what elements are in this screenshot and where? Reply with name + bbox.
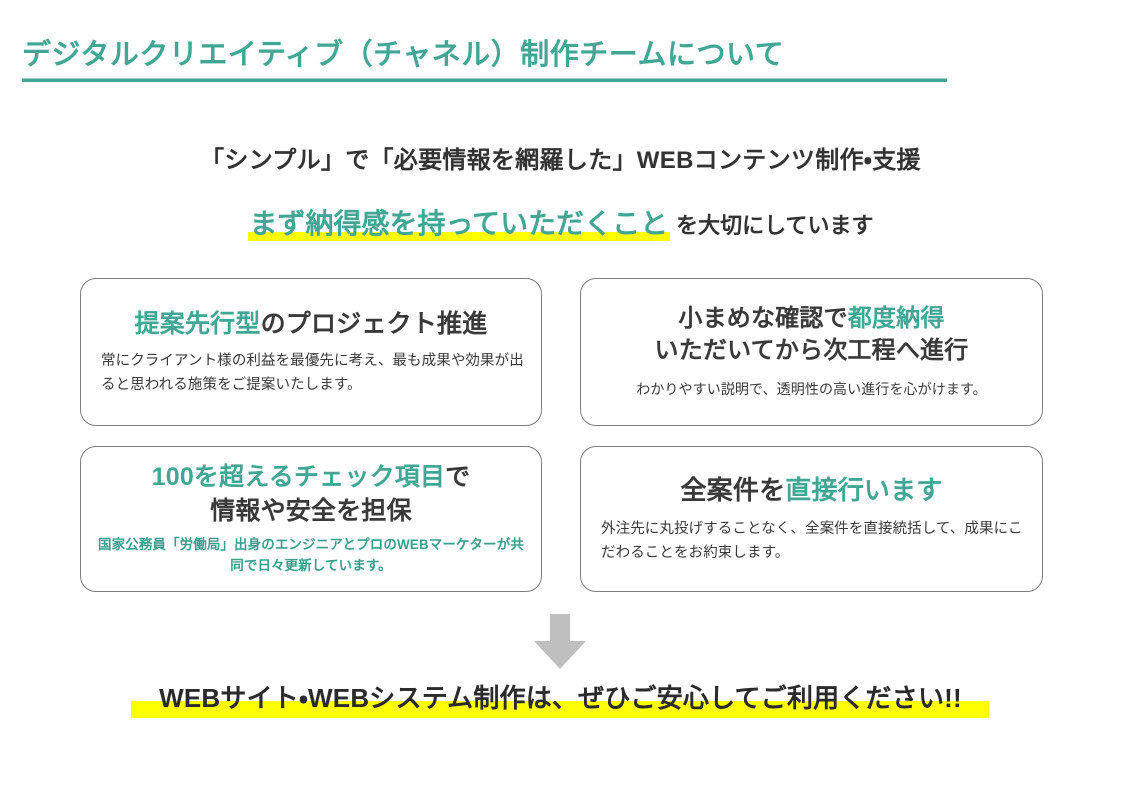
lead-line-2-highlight: まず納得感を持っていただくこと [247,208,671,241]
card-heading: 100を超えるチェック項目で 情報や安全を担保 [152,461,471,529]
card-body: 外注先に丸投げすることなく、全案件を直接統括して、成果にこだわることをお約束しま… [601,520,1023,561]
card-body: 国家公務員「労働局」出身のエンジニアとプロのWEBマーケターが共同で日々更新して… [98,536,524,573]
feature-card-checklist: 100を超えるチェック項目で 情報や安全を担保 国家公務員「労働局」出身のエンジ… [80,446,542,592]
card-heading-accent: 提案先行型 [134,310,261,339]
card-heading: 小まめな確認で都度納得 いただいてから次工程へ進行 [655,303,969,368]
card-heading-accent: 直接行います [785,474,943,505]
card-heading: 全案件を直接行います [680,473,942,508]
closing-text: WEBサイト・WEBシステム制作は、ぜひご安心してご利用ください!! [159,683,962,713]
arrow-down-icon [534,614,586,669]
closing-statement: WEBサイト・WEBシステム制作は、ぜひご安心してご利用ください!! [0,678,1121,715]
feature-card-confirmation: 小まめな確認で都度納得 いただいてから次工程へ進行 わかりやすい説明で、透明性の… [580,278,1043,426]
feature-card-proposal: 提案先行型のプロジェクト推進 常にクライアント様の利益を最優先に考え、最も成果や… [80,278,542,426]
card-heading-plain: 小まめな確認で [678,305,848,333]
card-heading-line-1: 100を超えるチェック項目で [152,461,471,495]
card-heading-line-1: 小まめな確認で都度納得 [655,303,969,335]
card-heading-line-2: いただいてから次工程へ進行 [654,337,969,365]
lead-line-2-tail: を大切にしています [676,213,874,238]
card-body: わかりやすい説明で、透明性の高い進行を心がけます。 [636,380,987,397]
lead-line-1: 「シンプル」で「必要情報を網羅した」WEBコンテンツ制作・支援 [200,147,921,174]
card-heading-accent: 都度納得 [847,305,945,333]
card-heading-accent: 100を超えるチェック項目 [151,463,446,492]
card-body: 常にクライアント様の利益を最優先に考え、最も成果や効果が出ると思われる施策をご提… [101,352,524,393]
card-heading-plain: で [445,463,471,492]
card-heading: 提案先行型のプロジェクト推進 [135,308,488,342]
page-title: デジタルクリエイティブ（チャネル）制作チームについて [22,39,785,71]
title-underline-rule [22,77,947,82]
title-block: デジタルクリエイティブ（チャネル）制作チームについて [22,39,947,82]
card-heading-line-2: 情報や安全を担保 [210,497,412,526]
feature-card-direct-handling: 全案件を直接行います 外注先に丸投げすることなく、全案件を直接統括して、成果にこ… [580,446,1043,592]
closing-highlight-bar [131,701,989,718]
lead-line-2: まず納得感を持っていただくことを大切にしています [0,202,1121,242]
card-heading-plain: 全案件を [680,474,786,505]
card-heading-rest: のプロジェクト推進 [260,310,488,339]
